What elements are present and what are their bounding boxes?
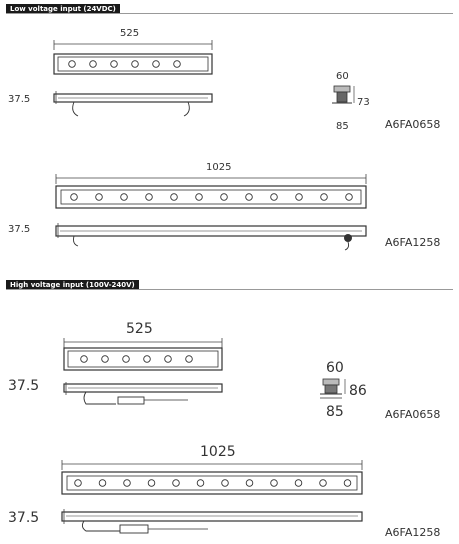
led-circle xyxy=(152,60,160,68)
led-circle xyxy=(245,479,254,487)
fixture-side-view xyxy=(61,509,363,534)
led-circle xyxy=(173,60,181,68)
fixture-side-view xyxy=(63,382,223,405)
profile-cross-section xyxy=(332,85,355,104)
led-circle xyxy=(131,60,139,68)
profile-width-label: 60 xyxy=(326,360,344,376)
led-circle xyxy=(170,193,178,201)
led-circle xyxy=(185,355,193,363)
led-circle xyxy=(80,355,88,363)
led-circle xyxy=(101,355,109,363)
led-circle xyxy=(145,193,153,201)
height-dimension-label: 37.5 xyxy=(8,378,40,394)
fixture-top-view xyxy=(63,338,223,371)
height-dimension-label: 37.5 xyxy=(8,510,40,526)
model-number: A6FA1258 xyxy=(385,526,441,539)
led-circle xyxy=(70,193,78,201)
led-circle xyxy=(295,193,303,201)
led-circle xyxy=(343,479,352,487)
led-circle xyxy=(245,193,253,201)
profile-cross-section xyxy=(320,378,346,399)
led-circle xyxy=(195,193,203,201)
fixture-top-view xyxy=(53,40,213,75)
length-dimension-label: 1025 xyxy=(206,162,232,173)
led-circle xyxy=(74,479,82,487)
led-circle xyxy=(196,479,205,487)
section-header-low-voltage: Low voltage input (24VDC) xyxy=(6,4,120,14)
section-header-high-voltage: High voltage input (100V-240V) xyxy=(6,280,139,290)
led-circle xyxy=(221,479,229,487)
led-circle xyxy=(89,60,97,68)
profile-base-label: 85 xyxy=(326,404,344,420)
length-dimension-label: 525 xyxy=(120,28,140,39)
led-circle xyxy=(172,479,180,487)
model-number: A6FA0658 xyxy=(385,408,441,421)
led-circle xyxy=(123,479,131,487)
profile-height-label: 73 xyxy=(357,97,370,108)
section-divider xyxy=(6,13,453,14)
model-number: A6FA1258 xyxy=(385,236,441,249)
fixture-top-view xyxy=(55,174,367,209)
profile-base-label: 85 xyxy=(336,121,349,132)
led-circle xyxy=(164,355,172,363)
model-number: A6FA0658 xyxy=(385,118,441,131)
fixture-side-view xyxy=(53,91,213,117)
led-circle xyxy=(122,355,130,363)
length-dimension-label: 1025 xyxy=(200,444,236,460)
led-circle xyxy=(68,60,76,68)
led-circle xyxy=(320,193,328,201)
fixture-side-view xyxy=(55,223,367,251)
section-divider xyxy=(6,289,453,290)
led-circle xyxy=(120,193,128,201)
led-circle xyxy=(270,479,278,487)
height-dimension-label: 37.5 xyxy=(8,94,31,105)
profile-height-label: 86 xyxy=(349,383,367,399)
led-circle xyxy=(270,193,278,201)
led-circle xyxy=(95,193,103,201)
led-circle xyxy=(143,355,151,363)
led-circle xyxy=(319,479,327,487)
led-circle xyxy=(98,479,107,487)
length-dimension-label: 525 xyxy=(126,321,153,337)
led-circle xyxy=(220,193,228,201)
led-circle xyxy=(147,479,156,487)
fixture-top-view xyxy=(61,460,363,495)
height-dimension-label: 37.5 xyxy=(8,224,31,235)
led-circle xyxy=(110,60,118,68)
led-circle xyxy=(345,193,353,201)
profile-width-label: 60 xyxy=(336,71,349,82)
led-circle xyxy=(294,479,303,487)
